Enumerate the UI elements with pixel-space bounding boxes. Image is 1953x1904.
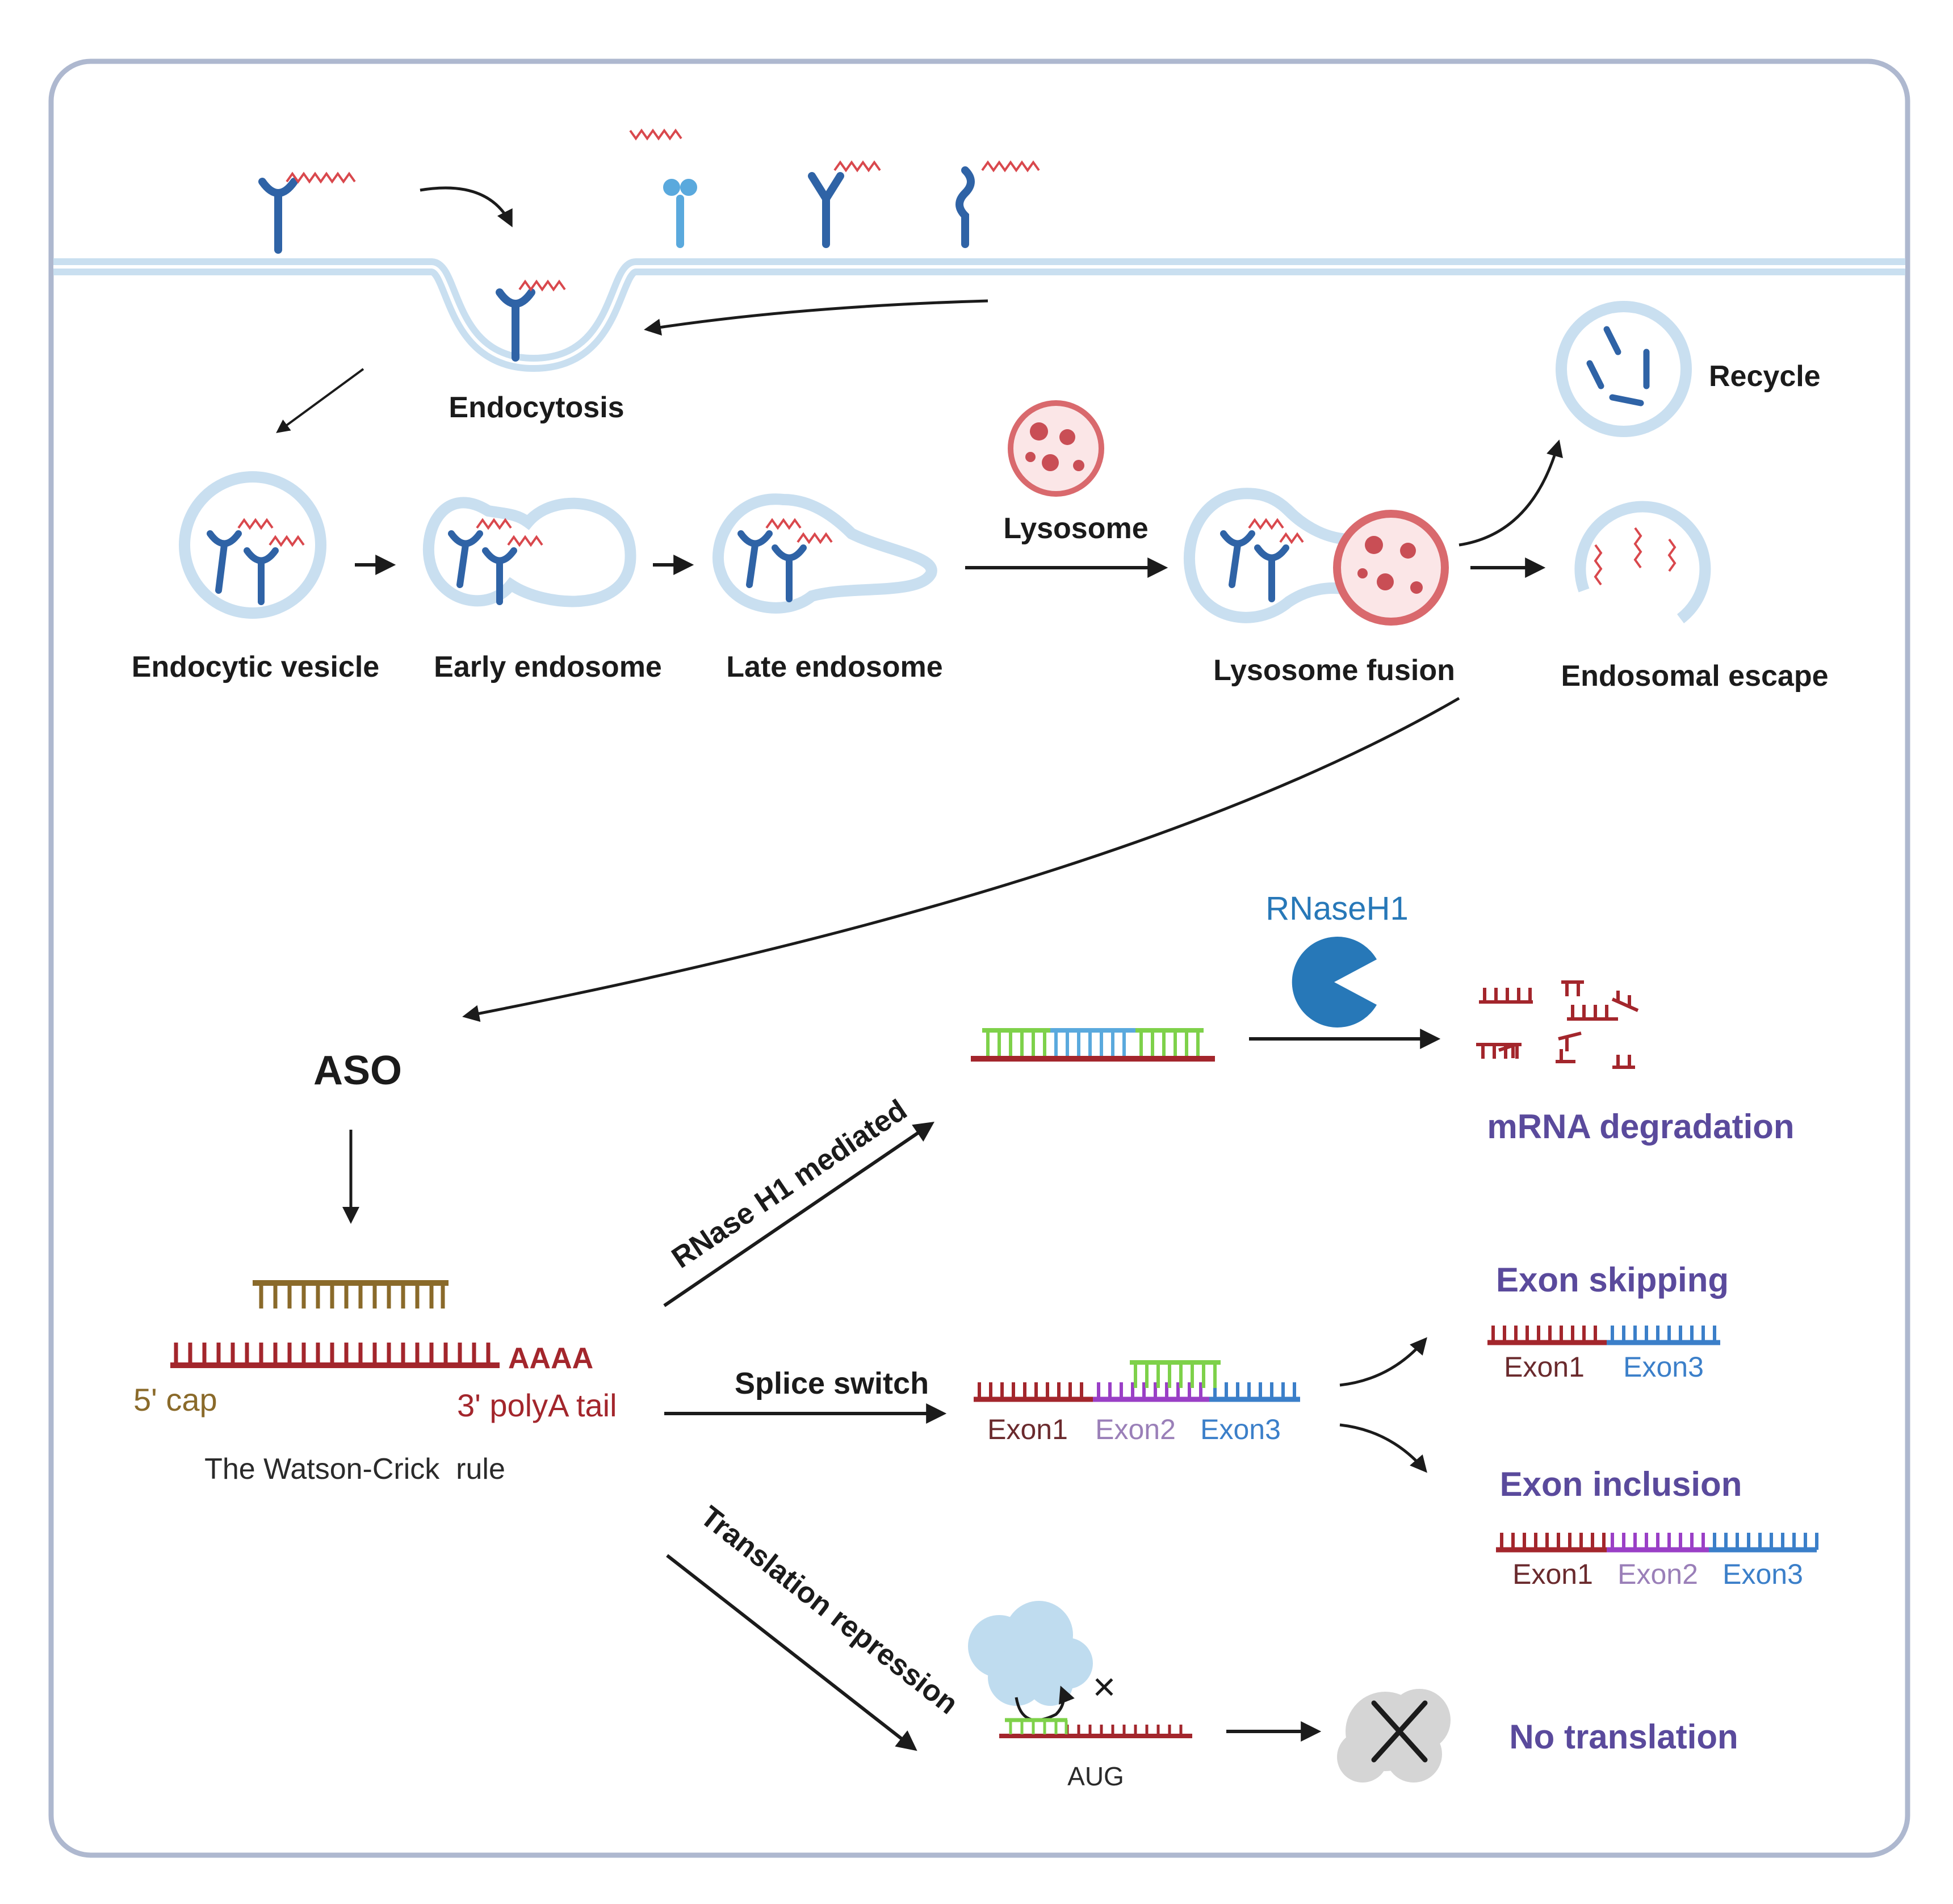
- no-translation-label: No translation: [1509, 1718, 1738, 1756]
- early-endosome-aso: [476, 518, 543, 547]
- aso-strand-pit: [518, 279, 566, 292]
- fusion-receptors: [1220, 530, 1289, 602]
- recycle-receptor-fragments: [1586, 326, 1650, 406]
- five-cap-label: 5' cap: [133, 1382, 217, 1417]
- vesicle-aso: [237, 518, 305, 547]
- arrow-translation-path: [666, 1554, 917, 1751]
- cell-membrane-inner-line: [53, 265, 1905, 366]
- late-endosome-receptors: [737, 530, 807, 602]
- skip-exon3-label: Exon3: [1623, 1351, 1704, 1383]
- lysosome-fusion-lysosome: [1333, 510, 1449, 626]
- lysosome-contents: [1025, 422, 1084, 471]
- receptor-in-pit: [496, 288, 535, 362]
- late-endosome: [713, 493, 937, 614]
- aso-label: ASO: [313, 1048, 402, 1093]
- aug-label: AUG: [1067, 1762, 1124, 1791]
- splice-exon3-label: Exon3: [1200, 1414, 1281, 1445]
- no-translation-x-icon: [1371, 1700, 1428, 1763]
- exon-skipping-mrna: [1487, 1326, 1720, 1345]
- mrna-comb: [170, 1343, 500, 1368]
- receptor-3: [808, 172, 844, 248]
- early-endosome-label: Early endosome: [434, 651, 662, 683]
- late-endosome-aso: [765, 518, 833, 544]
- vesicle-receptors: [207, 530, 279, 605]
- rnaseh1-icon: [1292, 937, 1377, 1028]
- mrna-fragments: [1476, 980, 1639, 1069]
- three-polya-tail-label: 3' polyA tail: [457, 1387, 617, 1423]
- receptor-2: [663, 179, 697, 248]
- fusion-aso: [1248, 518, 1304, 544]
- lysosome: [1008, 400, 1104, 497]
- aug-mrna: [999, 1718, 1192, 1738]
- arrow-recycle-return: [644, 299, 988, 336]
- incl-exon1-label: Exon1: [1512, 1558, 1593, 1590]
- polya-label: AAAA: [508, 1342, 593, 1375]
- exon-inclusion-label: Exon inclusion: [1500, 1465, 1742, 1503]
- endosomal-escape-label: Endosomal escape: [1561, 660, 1828, 693]
- arrow-to-exon-skipping: [1339, 1337, 1427, 1387]
- escaped-aso: [1594, 527, 1677, 586]
- rnase-duplex: [971, 1028, 1215, 1062]
- endocytic-vesicle-label: Endocytic vesicle: [132, 651, 379, 683]
- ribosome-cloud: [968, 1601, 1093, 1706]
- aso-strand-4: [981, 160, 1040, 173]
- splice-exon2-label: Exon2: [1095, 1414, 1176, 1445]
- incl-exon2-label: Exon2: [1617, 1558, 1698, 1590]
- aso-strand-2: [629, 128, 682, 141]
- endocytic-vesicle: [179, 471, 326, 619]
- receptor-4: [955, 166, 975, 248]
- arrow-escape-to-aso: [462, 697, 1460, 1022]
- splice-exon1-label: Exon1: [987, 1414, 1068, 1445]
- receptor-1: [258, 178, 298, 254]
- aso-comb: [253, 1280, 449, 1309]
- lysosome-label: Lysosome: [1003, 512, 1148, 545]
- exon-skipping-label: Exon skipping: [1496, 1261, 1729, 1299]
- early-endosome-receptors: [448, 530, 517, 605]
- endocytosis-label: Endocytosis: [449, 391, 624, 424]
- arrow-binding: [420, 186, 513, 228]
- outer-frame: [48, 58, 1910, 1858]
- mrna-degradation-label: mRNA degradation: [1487, 1108, 1794, 1146]
- arrow-to-exon-inclusion: [1339, 1423, 1427, 1473]
- arrow-to-vesicle: [276, 368, 364, 433]
- splice-mrna: [974, 1360, 1300, 1402]
- aso-strand-1: [286, 171, 356, 184]
- incl-exon3-label: Exon3: [1723, 1558, 1803, 1590]
- endosomal-escape-vesicle: [1574, 501, 1711, 623]
- lysosome-fusion-label: Lysosome fusion: [1213, 654, 1455, 687]
- fusion-lysosome-contents: [1357, 536, 1423, 594]
- arrow-fusion-to-recycle: [1459, 439, 1563, 547]
- skip-exon1-label: Exon1: [1504, 1351, 1585, 1383]
- aso-strand-3: [833, 160, 881, 173]
- recycle-label: Recycle: [1709, 360, 1821, 393]
- ribosome-arc-arrow: [1015, 1685, 1075, 1722]
- blocked-x-small: ×: [1093, 1664, 1116, 1709]
- early-endosome: [422, 497, 636, 607]
- splice-switch-label: Splice switch: [735, 1366, 929, 1400]
- rnaseh1-label: RNaseH1: [1265, 890, 1408, 927]
- late-endosome-label: Late endosome: [726, 651, 942, 683]
- watson-crick-label: The Watson-Crick rule: [204, 1453, 505, 1486]
- arrow-rnase-path: [663, 1121, 934, 1307]
- recycle-vesicle: [1556, 301, 1692, 437]
- exon-inclusion-mrna: [1496, 1533, 1818, 1553]
